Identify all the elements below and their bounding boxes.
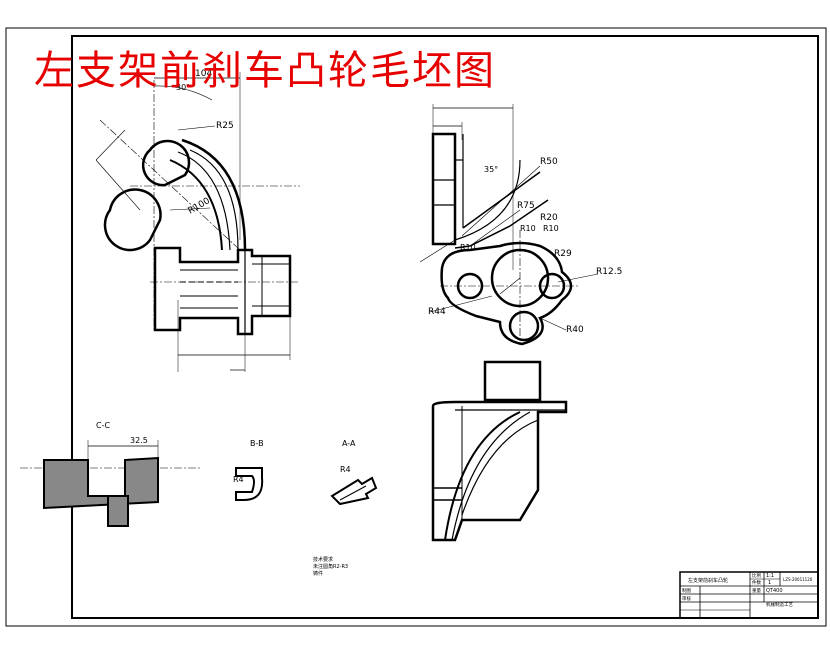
note-line-1: 技术要求 <box>313 556 333 563</box>
dim-104: 104 <box>195 69 212 79</box>
inner-frame <box>71 35 819 619</box>
section-aa <box>330 476 378 506</box>
titleblock-scale: 1:1 <box>766 573 774 579</box>
dim-r25: R25 <box>216 121 234 131</box>
dim-r50: R50 <box>540 157 558 167</box>
dim-r12-5: R12.5 <box>596 267 622 277</box>
titleblock-qty: 1 <box>768 580 771 586</box>
side-view <box>419 104 599 346</box>
dim-r20: R20 <box>540 213 558 223</box>
dim-r10-b: R10 <box>543 224 559 233</box>
section-label-bb: B-B <box>250 439 264 448</box>
titleblock-code: LZS-20011120 <box>783 577 813 582</box>
section-bb <box>235 467 264 501</box>
titleblock-part-name: 左支架前刹车凸轮 <box>688 577 728 584</box>
dim-32-5: 32.5 <box>130 436 148 445</box>
dim-r29: R29 <box>554 249 572 259</box>
dim-r10-c: R10 <box>460 243 476 252</box>
dim-r75: R75 <box>517 201 535 211</box>
front-view <box>95 72 300 372</box>
titleblock-drawn: 制图 <box>682 587 691 594</box>
section-cc <box>20 440 200 527</box>
dim-r40: R40 <box>566 325 584 335</box>
section-label-cc: C-C <box>96 421 110 430</box>
outer-border <box>5 27 827 627</box>
dim-angle-35: 35° <box>484 165 498 174</box>
top-view <box>431 360 568 542</box>
note-line-3: 铸件 <box>313 570 323 577</box>
note-line-2: 未注圆角R2-R3 <box>313 563 348 570</box>
titleblock-material: QT400 <box>766 588 783 594</box>
titleblock-weight-label: 重量 <box>752 587 761 594</box>
titleblock-qty-label: 件数 <box>752 579 761 586</box>
dim-angle-30: 30° <box>176 83 190 92</box>
titleblock-scale-label: 比例 <box>752 572 761 579</box>
dim-r10-a: R10 <box>520 224 536 233</box>
title-block <box>679 571 819 619</box>
drawing-title: 左支架前刹车凸轮毛坯图 <box>34 48 496 94</box>
section-label-aa: A-A <box>342 439 356 448</box>
titleblock-organization: 机械制造工艺 <box>766 601 793 608</box>
dim-r44: R44 <box>428 307 446 317</box>
dim-r100: R100 <box>187 196 213 217</box>
dim-r4-b: R4 <box>340 465 351 474</box>
titleblock-checked: 审核 <box>682 595 691 602</box>
dim-r4-a: R4 <box>233 475 244 484</box>
